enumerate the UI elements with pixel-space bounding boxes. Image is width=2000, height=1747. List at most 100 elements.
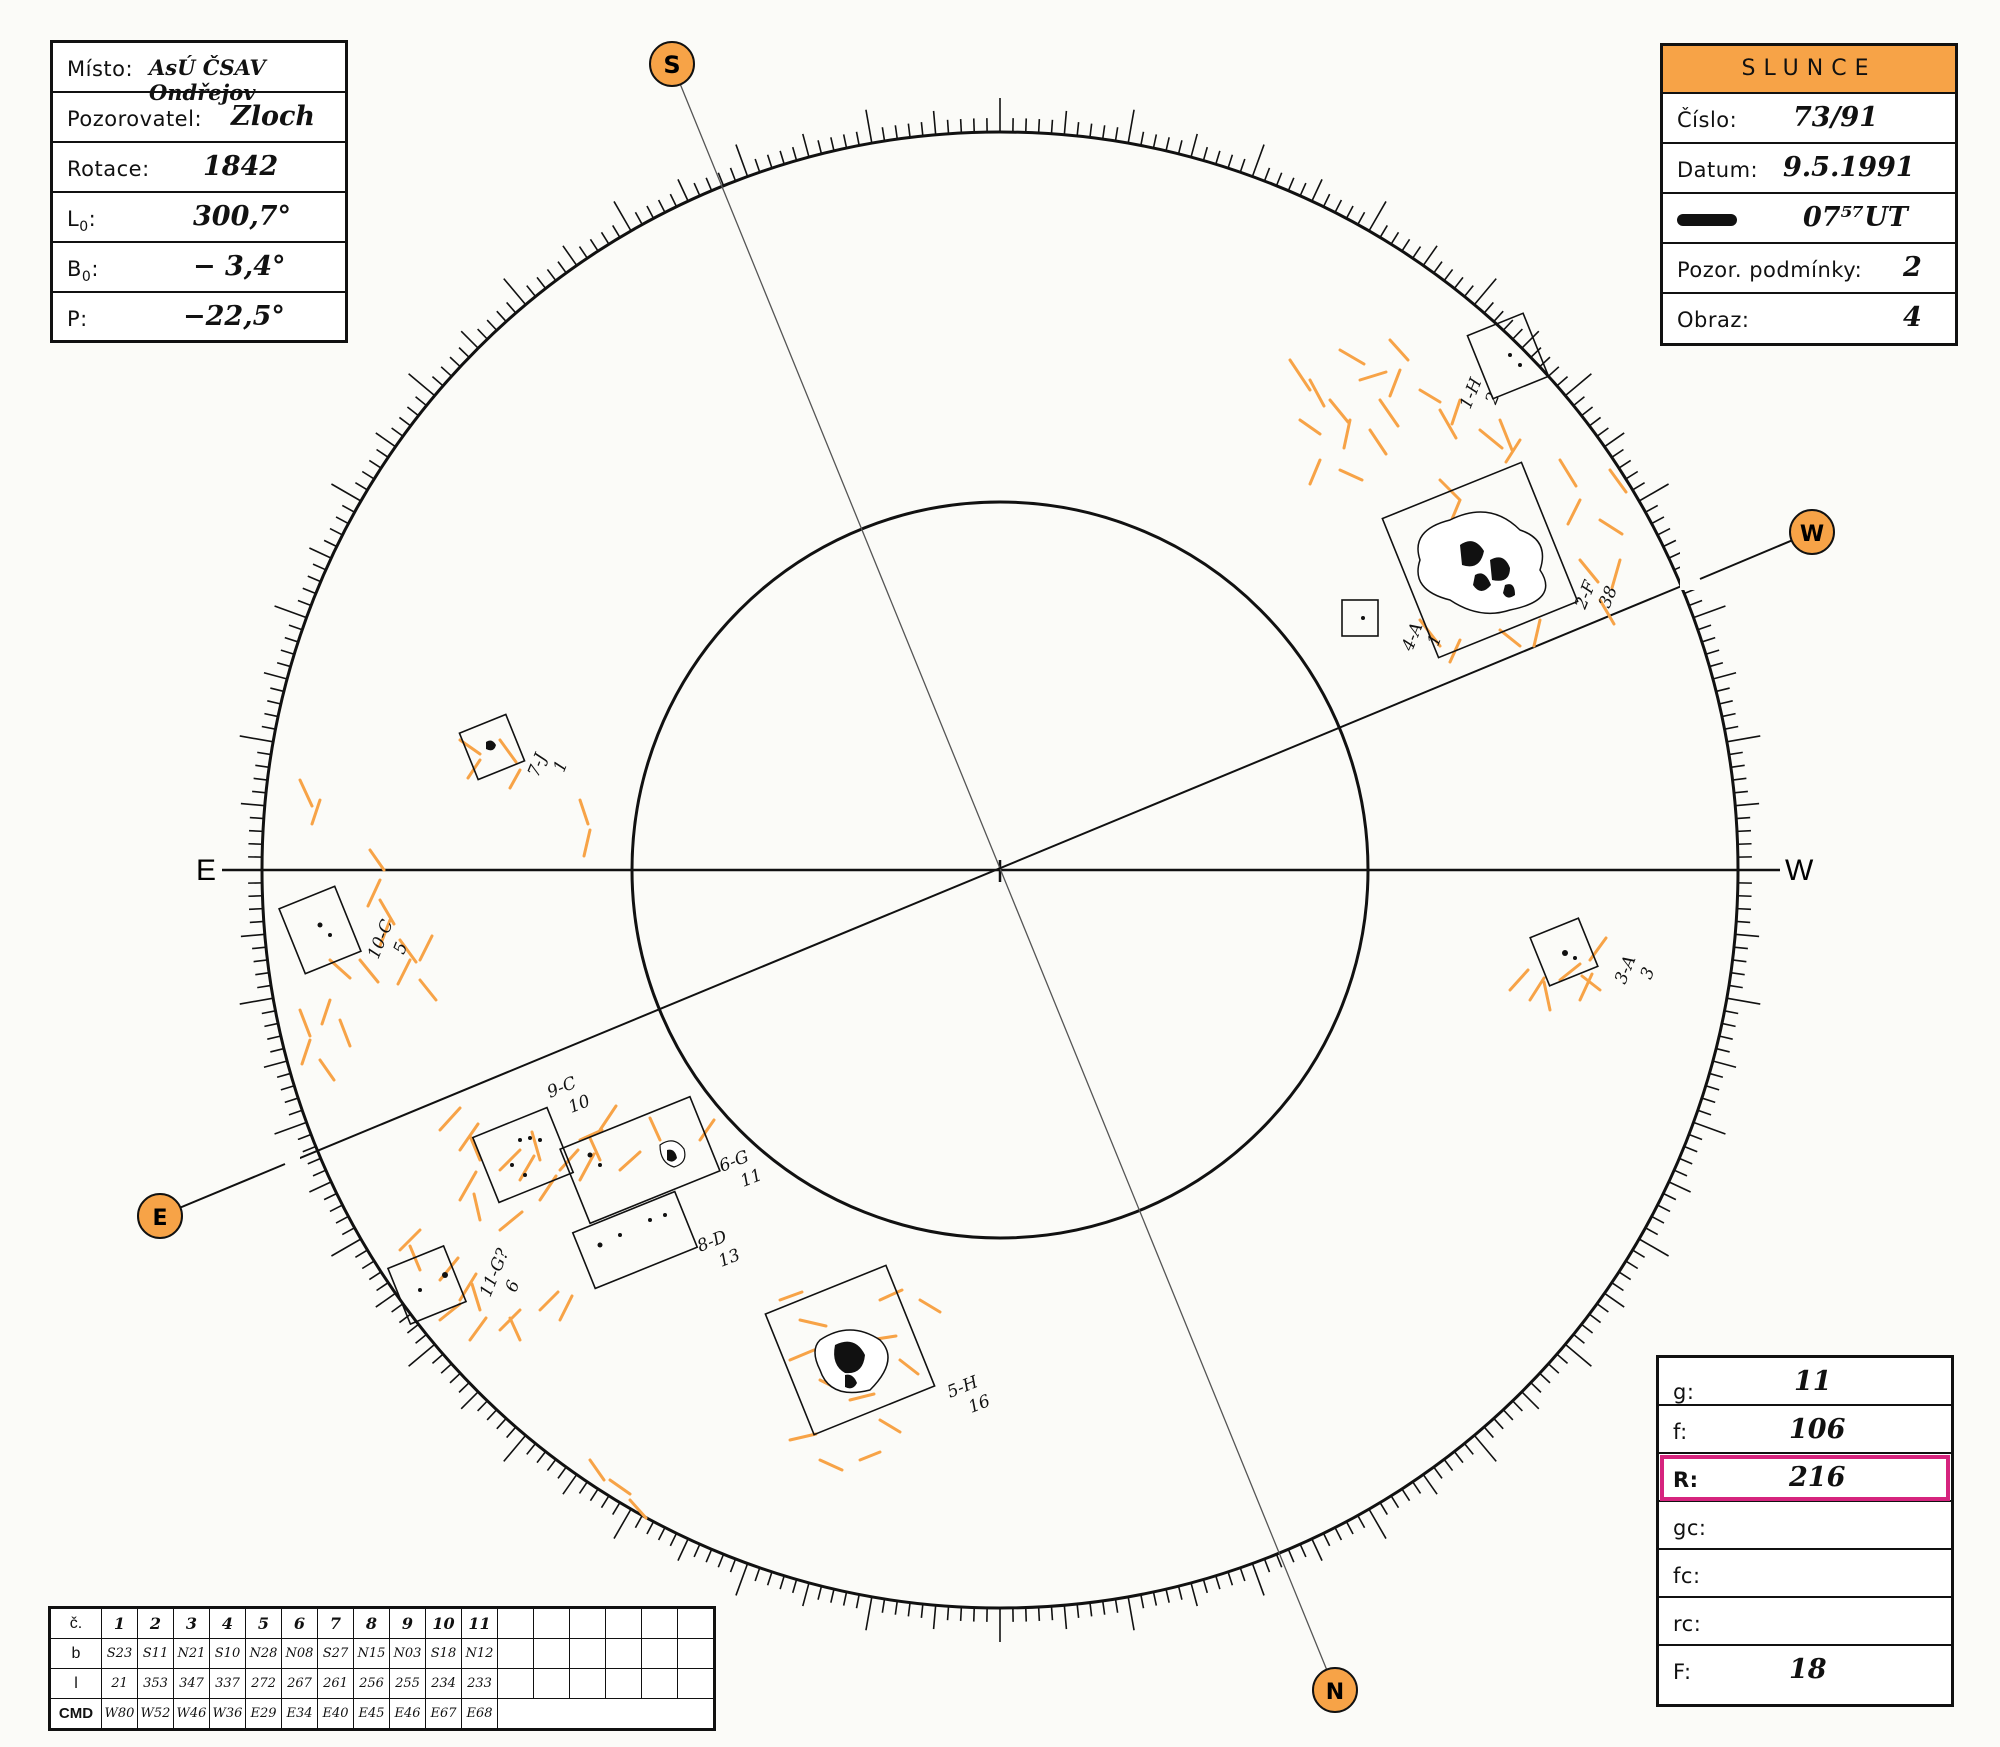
degree-tick [1588, 1313, 1602, 1324]
table-cell: S18 [425, 1638, 462, 1669]
degree-tick [248, 829, 264, 833]
degree-tick [1422, 245, 1438, 266]
table-cell: 10 [425, 1607, 462, 1639]
degree-tick [249, 920, 264, 924]
table-cell [569, 1668, 606, 1699]
degree-tick [1287, 1549, 1295, 1563]
rotace-value: 1842 [203, 151, 279, 182]
table-cell [678, 1699, 715, 1730]
F-row: F: 18 [1659, 1646, 1951, 1694]
degree-tick [1718, 1035, 1733, 1040]
degree-tick [249, 816, 264, 820]
degree-tick [1152, 1591, 1158, 1606]
datum-label: Datum: [1677, 158, 1759, 182]
degree-tick [546, 268, 557, 282]
slunce-title: SLUNCE [1663, 46, 1955, 94]
degree-tick [646, 1521, 655, 1535]
obraz-value: 4 [1903, 302, 1922, 333]
degree-tick [1611, 448, 1624, 458]
degree-tick [431, 376, 444, 387]
degree-tick [1190, 133, 1198, 158]
degree-tick [1564, 373, 1592, 397]
degree-tick [779, 150, 785, 165]
degree-tick [1638, 1238, 1669, 1257]
degree-tick [335, 516, 349, 525]
degree-tick [255, 764, 270, 769]
slunce-info-box: SLUNCE Číslo: 73/91 Datum: 9.5.1991 07⁵⁷… [1660, 43, 1958, 346]
degree-tick [1239, 158, 1246, 173]
degree-tick [284, 636, 299, 643]
degree-tick [1422, 1474, 1438, 1495]
rc-row: rc: [1659, 1598, 1951, 1646]
degree-tick [240, 933, 265, 938]
spot-group-boxes [278, 312, 1599, 1436]
table-cell: 255 [389, 1668, 426, 1699]
table-cell: 5 [245, 1607, 282, 1639]
degree-tick [562, 1474, 578, 1495]
degree-tick [415, 1333, 427, 1344]
degree-tick [1050, 119, 1054, 134]
l0-row: L0: 300,7° [53, 193, 345, 243]
svg-text:N: N [1326, 1680, 1344, 1705]
degree-tick [1076, 122, 1080, 137]
degree-tick [1502, 1409, 1514, 1421]
table-cell: 9 [389, 1607, 426, 1639]
degree-tick [1547, 1363, 1560, 1374]
table-cell [605, 1607, 642, 1639]
group-label-2-id: 2-F [1571, 577, 1601, 613]
table-cell [498, 1699, 534, 1730]
table-cell [497, 1638, 534, 1669]
degree-tick [1556, 1353, 1569, 1364]
degree-tick [1368, 1508, 1387, 1539]
degree-tick [496, 1417, 507, 1430]
F-value: 18 [1789, 1654, 1827, 1685]
degree-tick [657, 199, 666, 213]
table-cell: W80 [101, 1698, 138, 1730]
table-cell: 11 [461, 1607, 498, 1639]
time-value: 07⁵⁷UT [1803, 202, 1908, 233]
degree-tick [1463, 1443, 1474, 1455]
degree-tick [693, 182, 701, 197]
degree-tick [1322, 193, 1331, 208]
degree-tick [865, 109, 873, 144]
degree-tick [578, 246, 588, 259]
degree-tick [600, 1495, 610, 1509]
degree-tick [1668, 1181, 1691, 1193]
degree-tick [536, 1451, 547, 1464]
degree-tick [309, 1181, 332, 1193]
degree-tick [257, 751, 272, 756]
degree-tick [270, 1047, 285, 1053]
degree-tick [274, 1121, 307, 1135]
marker-s: S [649, 41, 695, 87]
degree-tick [276, 1072, 291, 1079]
degree-tick [932, 110, 937, 135]
degree-tick [267, 700, 282, 705]
table-cell: 347 [173, 1668, 210, 1699]
degree-tick [766, 154, 773, 169]
degree-tick [1539, 356, 1551, 368]
degree-tick [959, 1606, 963, 1622]
b0-value: − 3,4° [193, 251, 286, 282]
degree-tick [503, 1434, 527, 1462]
degree-tick [1502, 319, 1514, 331]
degree-tick [1697, 1109, 1712, 1116]
degree-tick [1251, 144, 1265, 177]
degree-tick [240, 802, 265, 807]
degree-tick [1493, 310, 1504, 323]
degree-tick [920, 1603, 924, 1618]
degree-tick [612, 224, 621, 238]
table-cell: W46 [173, 1698, 210, 1730]
degree-tick [830, 137, 835, 152]
degree-tick [297, 1133, 312, 1141]
l0-value: 300,7° [193, 201, 292, 232]
degree-tick [657, 1527, 666, 1541]
scribble-out [1677, 214, 1737, 226]
degree-tick [946, 119, 950, 134]
table-cell: 353 [137, 1668, 174, 1699]
degree-tick [1638, 483, 1669, 502]
degree-tick [361, 1260, 375, 1270]
marker-n: N [1312, 1667, 1358, 1713]
degree-tick [817, 1585, 823, 1600]
degree-tick [1733, 946, 1748, 950]
degree-tick [802, 1582, 810, 1607]
